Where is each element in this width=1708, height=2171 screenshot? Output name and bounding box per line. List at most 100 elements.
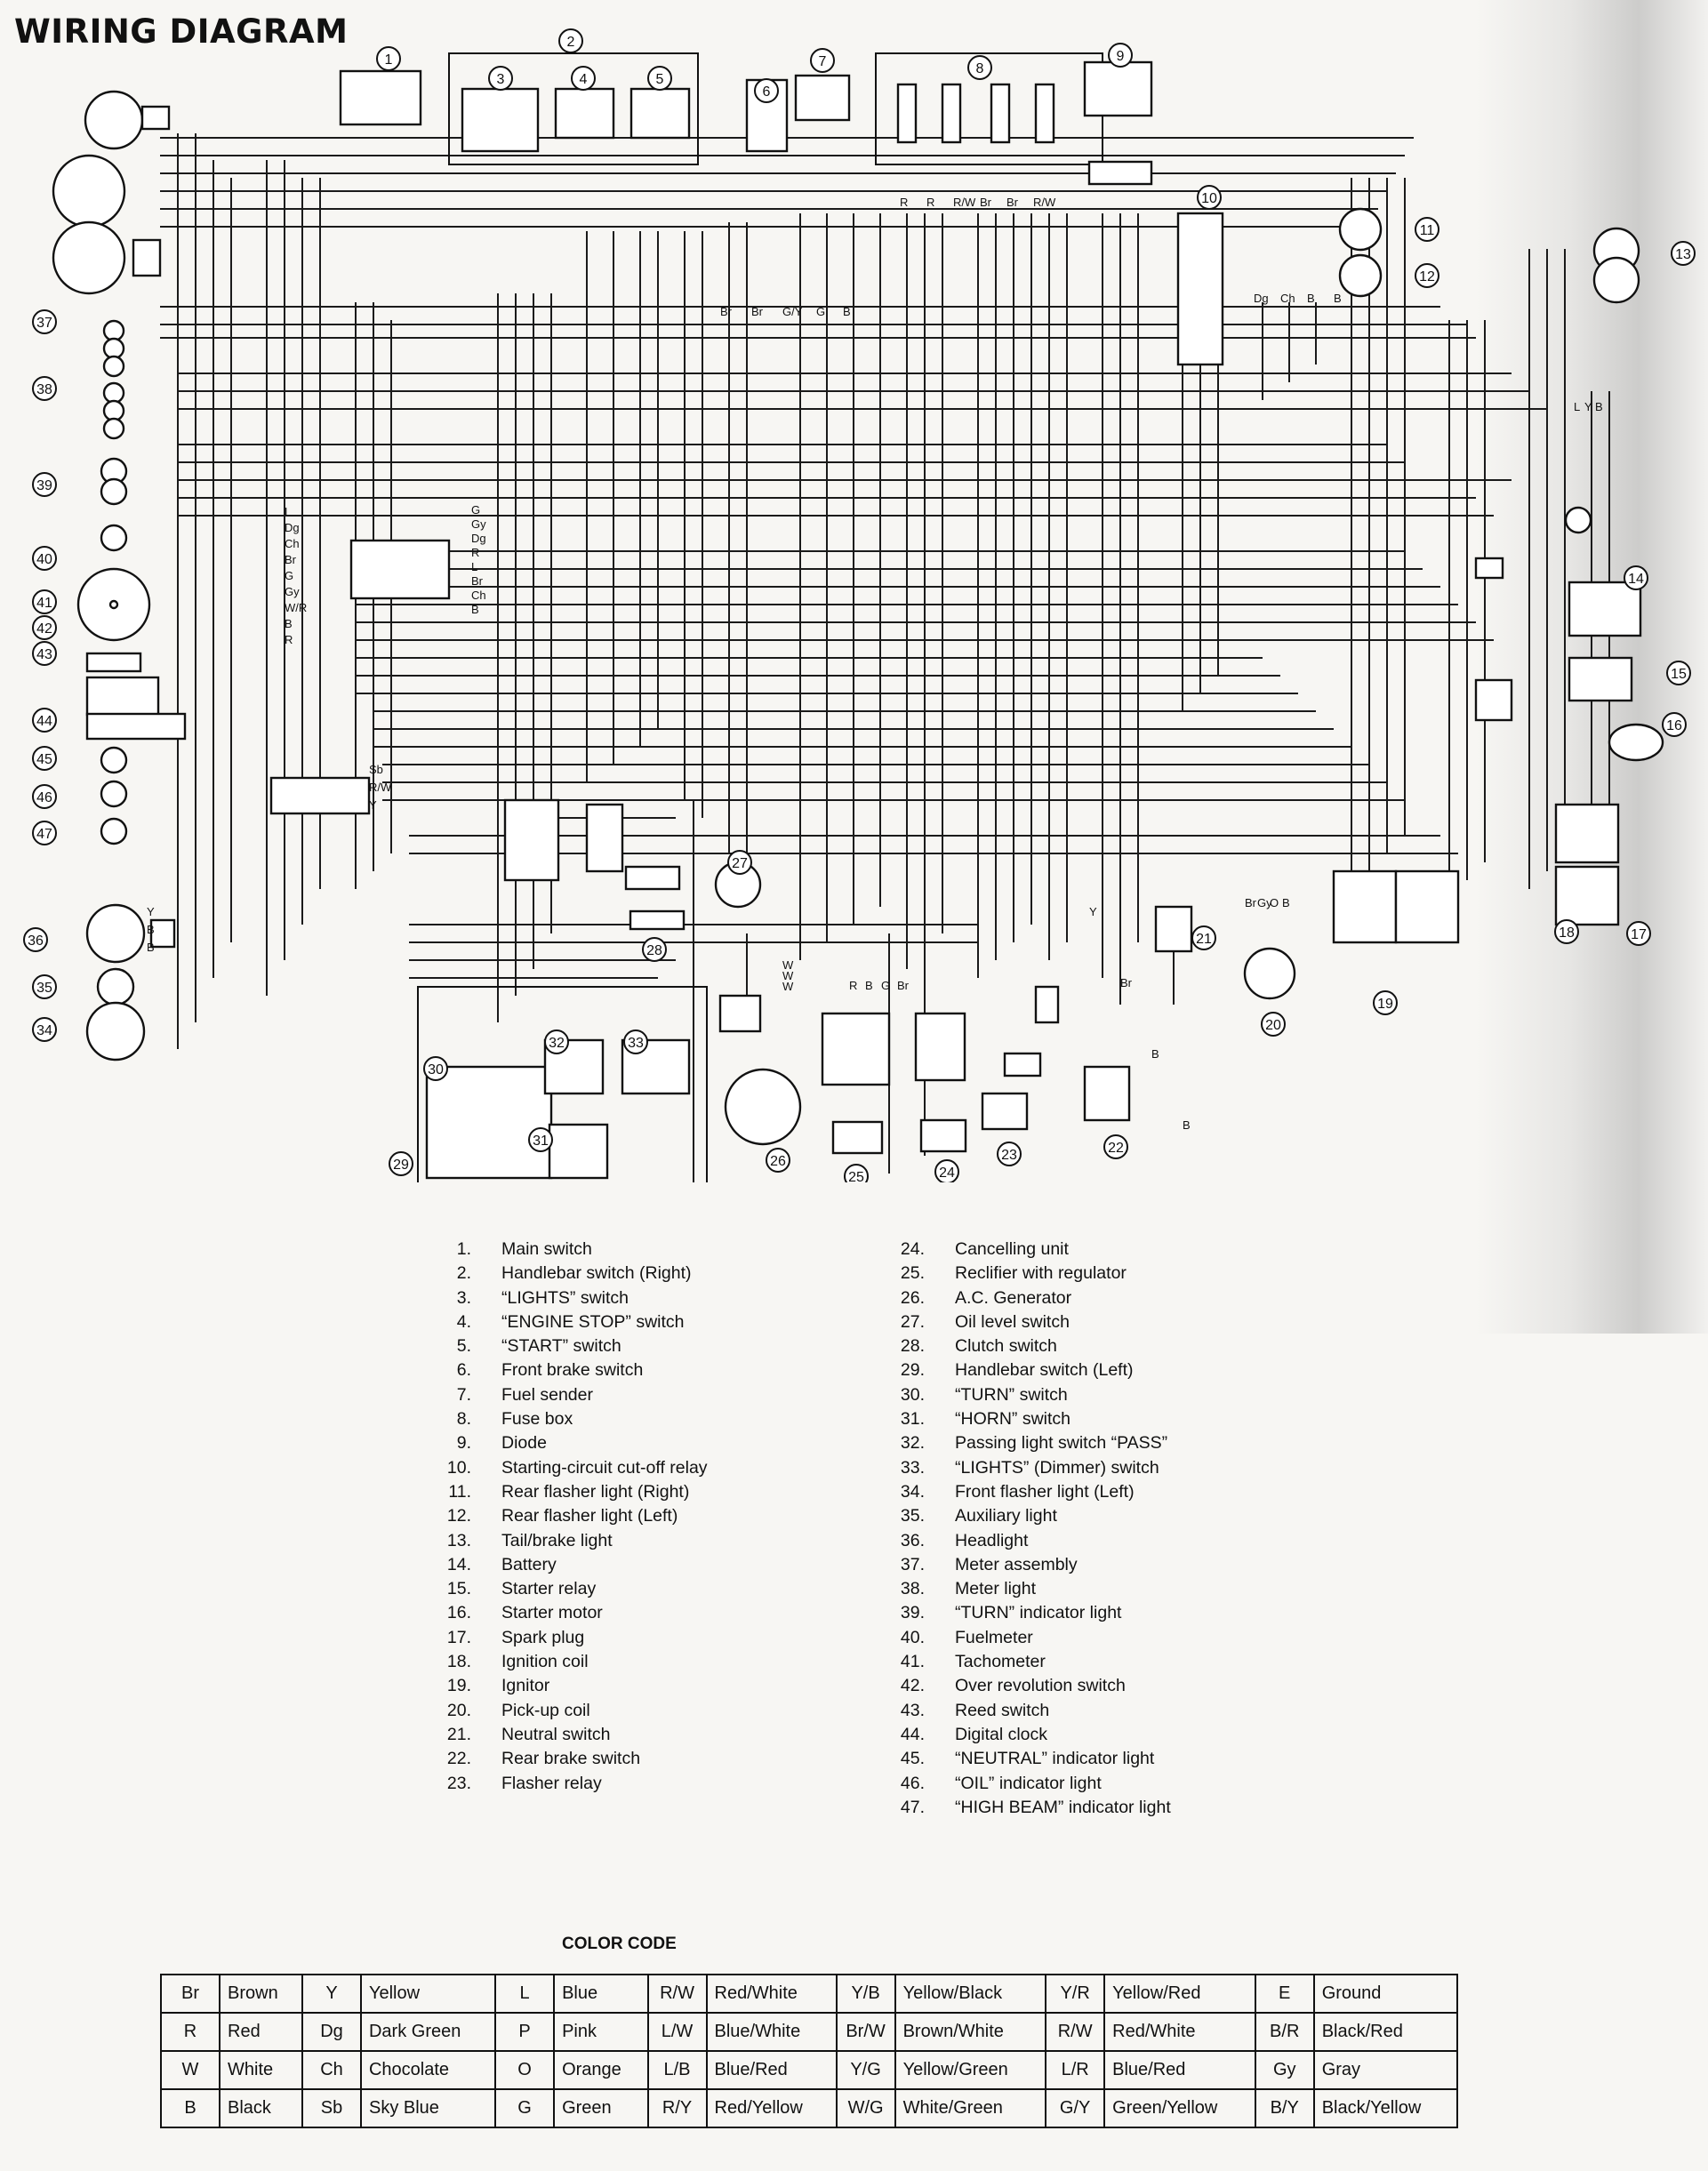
callout-11: 11 — [1415, 217, 1439, 242]
rear-flasher-left — [1338, 253, 1383, 298]
legend-number: 21. — [446, 1724, 471, 1744]
legend-label: Tail/brake light — [501, 1530, 613, 1550]
callout-number: 10 — [1201, 191, 1217, 206]
callout-4: 4 — [571, 66, 596, 91]
callout-number: 14 — [1628, 572, 1644, 587]
legend-label: Fuelmeter — [955, 1627, 1033, 1647]
rectifier — [831, 1120, 884, 1155]
callout-number: 15 — [1671, 667, 1687, 682]
legend-label: “HORN” switch — [955, 1409, 1071, 1430]
legend-number: 17. — [446, 1627, 471, 1647]
legend-number: 11. — [448, 1481, 471, 1502]
fuses — [896, 83, 1055, 144]
callout-24: 24 — [934, 1159, 959, 1182]
color-name: Yellow/Red — [1103, 1974, 1256, 2014]
legend-label: “OIL” indicator light — [955, 1773, 1102, 1793]
callout-32: 32 — [544, 1029, 569, 1054]
callout-number: 22 — [1108, 1141, 1124, 1156]
legend-label: “HIGH BEAM” indicator light — [955, 1797, 1171, 1817]
legend-number: 6. — [456, 1360, 471, 1381]
auxiliary-light-bulb — [96, 967, 135, 1006]
legend-item: 42.Over revolution switch — [871, 1674, 1171, 1698]
wire-label: R — [900, 196, 908, 209]
legend-item: 32.Passing light switch “PASS” — [871, 1431, 1171, 1455]
legend-item: 5.“START” switch — [418, 1334, 708, 1358]
callout-14: 14 — [1624, 565, 1648, 590]
wire-label: Dg — [1254, 292, 1269, 305]
callout-number: 44 — [36, 714, 52, 729]
callout-22: 22 — [1103, 1134, 1128, 1159]
color-name: Red — [219, 2012, 303, 2052]
legend-number: 41. — [900, 1652, 925, 1672]
wire-label: B — [1151, 1047, 1159, 1061]
callout-number: 6 — [763, 84, 771, 100]
reed-switch — [85, 652, 142, 673]
legend-label: “LIGHTS” switch — [501, 1287, 629, 1308]
pickup-coil — [1243, 947, 1296, 1000]
wire-label: Gy — [1257, 896, 1272, 909]
wire-label: Br — [751, 305, 764, 318]
color-abbrev: L/W — [646, 2012, 708, 2052]
wire-label: R — [471, 546, 479, 559]
legend-item: 12.Rear flasher light (Left) — [418, 1504, 708, 1528]
callout-number: 28 — [646, 943, 662, 958]
callout-number: 32 — [549, 1036, 565, 1051]
wire-label: G — [816, 305, 825, 318]
left-lights — [52, 90, 176, 1061]
legend-label: Reclifier with regulator — [955, 1263, 1127, 1284]
color-abbrev: W/G — [835, 2088, 896, 2128]
legend-label: Headlight — [955, 1530, 1029, 1550]
legend-label: Neutral switch — [501, 1724, 611, 1744]
color-abbrev: L/B — [646, 2050, 708, 2090]
wire-label: Br — [720, 305, 733, 318]
front-flasher-bulb — [85, 1001, 146, 1061]
callout-number: 46 — [36, 790, 52, 805]
color-abbrev: B — [160, 2088, 221, 2128]
callout-33: 33 — [623, 1029, 648, 1054]
callout-35: 35 — [32, 974, 57, 999]
callout-2: 2 — [558, 28, 583, 53]
legend-number: 44. — [900, 1724, 925, 1744]
digital-clock — [85, 712, 187, 741]
wiring-diagram: 1234567891011121314151617181920212223242… — [23, 28, 1696, 1182]
legend-item: 18.Ignition coil — [418, 1650, 708, 1674]
callout-number: 33 — [628, 1036, 644, 1051]
legend-item: 39.“TURN” indicator light — [871, 1601, 1171, 1625]
legend-item: 37.Meter assembly — [871, 1553, 1171, 1577]
callout-number: 3 — [497, 72, 505, 87]
wire-label: R/W — [369, 781, 392, 794]
legend-number: 30. — [900, 1384, 925, 1405]
color-name: Brown/White — [894, 2012, 1047, 2052]
main-switch-box — [339, 69, 422, 126]
wire-label: L — [471, 560, 477, 573]
callout-number: 13 — [1675, 247, 1691, 262]
callout-12: 12 — [1415, 263, 1439, 288]
legend-label: Flasher relay — [501, 1773, 602, 1793]
cancelling-unit — [919, 1118, 967, 1153]
legend-number: 46. — [900, 1773, 925, 1793]
legend-label: “NEUTRAL” indicator light — [955, 1749, 1155, 1769]
legend-item: 28.Clutch switch — [871, 1334, 1171, 1358]
legend-item: 22.Rear brake switch — [418, 1747, 708, 1771]
legend-item: 30.“TURN” switch — [871, 1383, 1171, 1407]
wire-label: W/R — [285, 601, 307, 614]
color-name: Pink — [553, 2012, 649, 2052]
legend-label: Rear flasher light (Left) — [501, 1506, 678, 1526]
color-abbrev: O — [494, 2050, 556, 2090]
legend-label: “START” switch — [501, 1336, 621, 1357]
legend-item: 27.Oil level switch — [871, 1310, 1171, 1334]
color-abbrev: W — [160, 2050, 221, 2090]
wire-label: R — [285, 633, 293, 646]
color-name: Red/White — [1103, 2012, 1256, 2052]
callout-47: 47 — [32, 821, 57, 845]
color-name: Red/White — [705, 1974, 838, 2014]
callout-number: 25 — [848, 1170, 864, 1182]
legend-item: 9.Diode — [418, 1431, 708, 1455]
callout-number: 35 — [36, 981, 52, 996]
legend-item: 21. Neutral switch — [418, 1723, 708, 1747]
color-name: Chocolate — [359, 2050, 497, 2090]
legend-label: Meter light — [955, 1579, 1037, 1599]
wire-label: Ch — [1280, 292, 1295, 305]
